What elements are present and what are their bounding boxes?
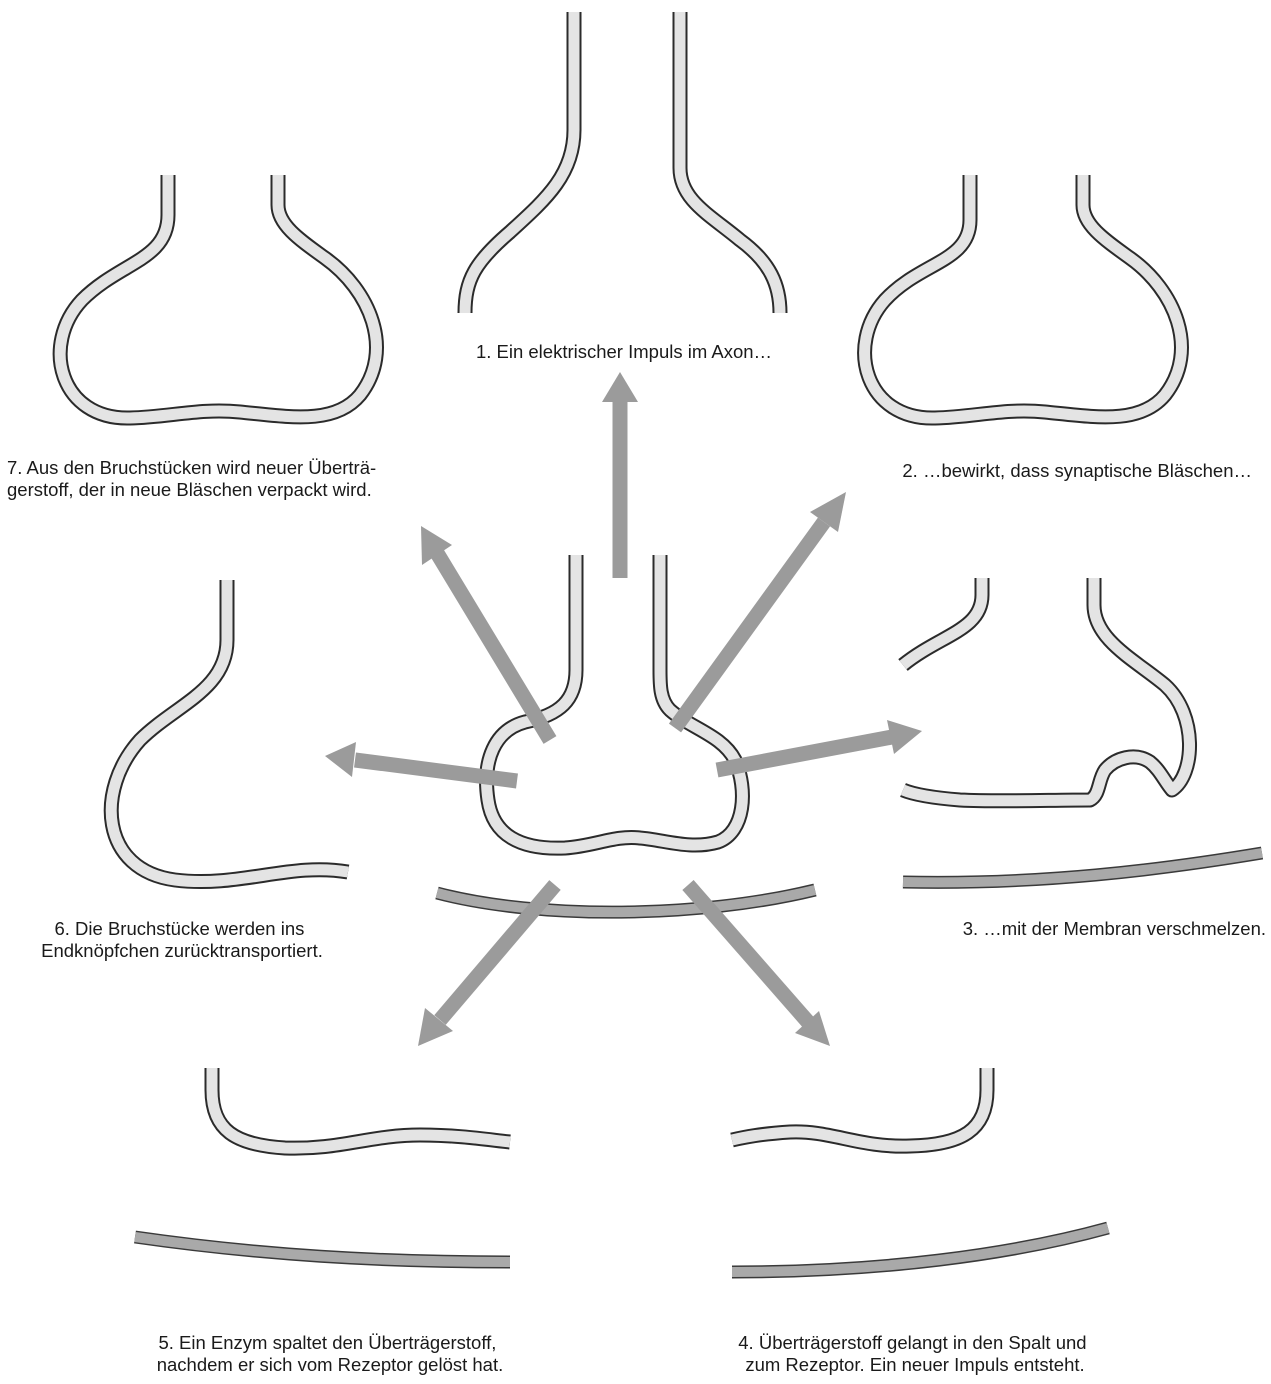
- step7-label: 7. Aus den Bruchstücken wird neuer Übert…: [7, 457, 381, 500]
- arrow-to-step7: [421, 526, 550, 740]
- step5-label: 5. Ein Enzym spaltet den Überträgerstoff…: [157, 1332, 504, 1375]
- arrow-to-step3: [717, 720, 922, 770]
- step4-label: 4. Überträgerstoff gelangt in den Spalt …: [738, 1332, 1091, 1375]
- cleft-enzyme-step5: [135, 1068, 510, 1262]
- step1-label: 1. Ein elektrischer Impuls im Axon…: [476, 341, 772, 362]
- synaptic-knob-step6: [111, 580, 348, 882]
- arrow-to-step1: [602, 372, 638, 578]
- synaptic-knob-step7: [60, 175, 376, 418]
- transmitter-release-step4: [732, 1068, 1108, 1272]
- synaptic-knob-step2: [865, 175, 1182, 418]
- arrow-to-step4: [688, 885, 830, 1046]
- axon-terminal-step1: [465, 12, 780, 313]
- step6-label: 6. Die Bruchstücke werden ins Endknöpfch…: [41, 918, 323, 961]
- step3-label: 3. …mit der Membran verschmelzen.: [963, 918, 1266, 939]
- step2-label: 2. …bewirkt, dass synaptische Bläschen…: [902, 460, 1252, 481]
- arrow-to-step2: [675, 492, 846, 728]
- vesicle-fusion-step3: [903, 578, 1262, 882]
